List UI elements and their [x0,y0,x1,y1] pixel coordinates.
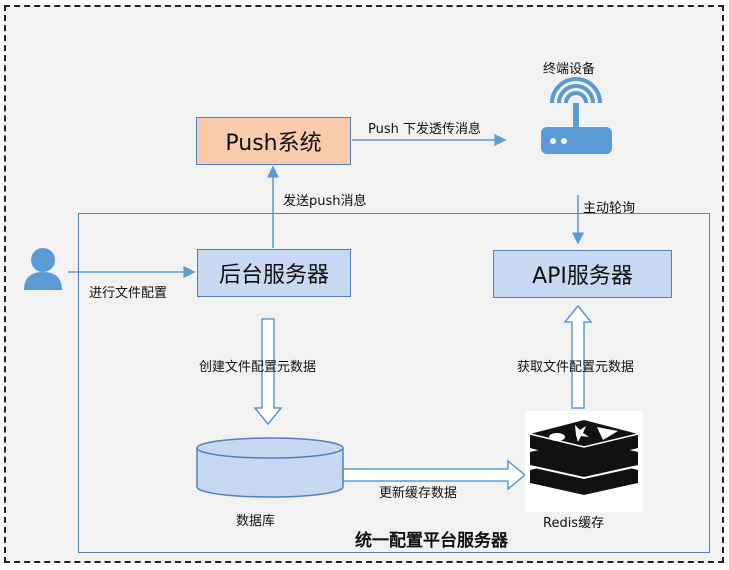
hollow-arrow-backend-to-db [253,318,283,426]
config-files-label: 进行文件配置 [89,286,168,301]
backend-server-label: 后台服务器 [218,263,329,288]
push-down-label: Push 下发透传消息 [368,122,481,137]
database-icon [196,437,344,498]
database-label: 数据库 [236,514,276,529]
polling-label: 主动轮询 [583,201,636,216]
push-system-label: Push系统 [225,131,322,156]
api-server-box: API服务器 [493,250,672,298]
push-system-box: Push系统 [196,117,351,165]
platform-title: 统一配置平台服务器 [355,531,508,551]
backend-server-box: 后台服务器 [197,249,351,297]
platform-server-frame [78,213,710,553]
terminal-device-label: 终端设备 [543,62,596,77]
update-cache-label: 更新缓存数据 [379,486,458,501]
api-server-label: API服务器 [532,264,633,289]
redis-cache-label: Redis缓存 [543,516,605,531]
create-metadata-label: 创建文件配置元数据 [199,360,317,375]
hollow-arrow-db-to-redis [342,459,527,491]
send-push-label: 发送push消息 [283,194,367,209]
redis-logo-icon [525,411,643,512]
user-icon [24,248,62,290]
get-metadata-label: 获取文件配置元数据 [517,360,635,375]
hollow-arrow-redis-to-api [563,304,593,409]
router-icon [541,77,612,154]
